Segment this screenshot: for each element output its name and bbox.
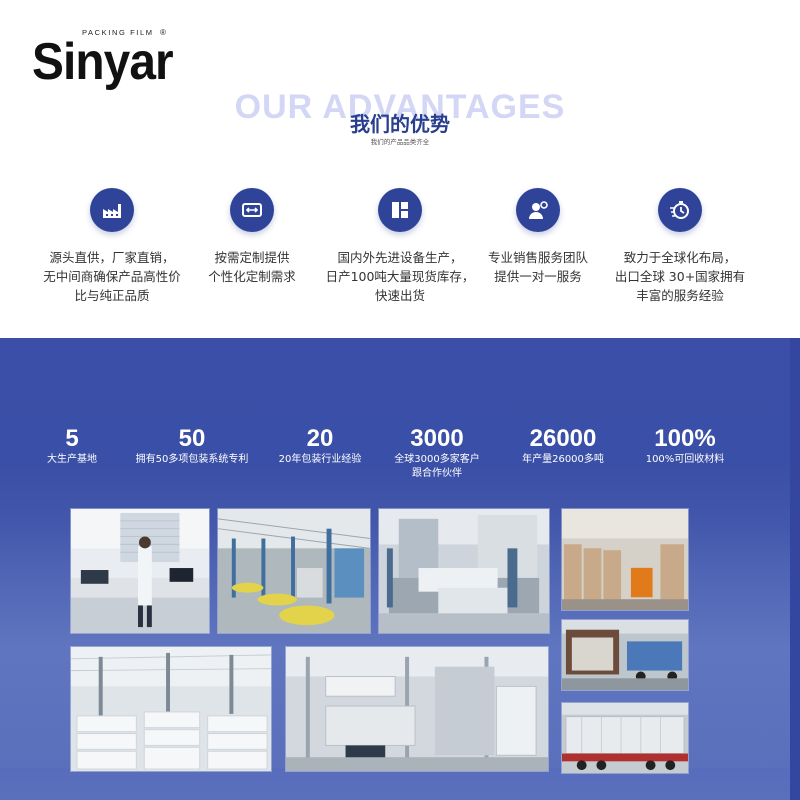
photo-forklift-loading [561,619,689,691]
advantages-title-en: OUR ADVANTAGES [234,88,566,126]
photo-laboratory [70,508,210,634]
stat-production-bases: 5 大生产基地 [47,425,97,466]
feature-source-direct: 源头直供，厂家直销，无中间商确保产品高性价比与纯正品质 [32,188,192,305]
photo-paper-roll-storage [561,508,689,611]
stat-patents: 50 拥有50多项包装系统专利 [135,425,249,466]
advantages-title-cn: 我们的优势 [350,112,450,136]
photo-film-rolls-warehouse [70,646,272,772]
brand-logo[interactable]: PACKING FILM ® Sinyar [32,28,174,100]
factory-icon [90,188,134,232]
stat-experience: 20 20年包装行业经验 [278,425,362,466]
stats-band: 5 大生产基地 50 拥有50多项包装系统专利 20 20年包装行业经验 300… [0,338,800,800]
photo-extrusion-line [285,646,549,772]
feature-equipment: 国内外先进设备生产，日产100吨大量现货库存，快速出货 [320,188,480,305]
photo-wrapping-machines [217,508,371,634]
equipment-icon [378,188,422,232]
service-team-icon [516,188,560,232]
photo-film-production-line [378,508,550,634]
feature-global: 致力于全球化布局，出口全球 30+国家拥有丰富的服务经验 [600,188,760,305]
photo-truck-loading [561,702,689,774]
logo-subtitle: PACKING FILM [82,28,154,37]
logo-wordmark: Sinyar [32,33,174,91]
custom-settings-icon [230,188,274,232]
stat-recyclable: 100% 100%可回收材料 [645,425,725,466]
feature-service-team: 专业销售服务团队提供一对一服务 [458,188,618,286]
registered-mark: ® [160,28,166,37]
stat-customers: 3000 全球3000多家客户 跟合作伙伴 [394,425,480,480]
stat-annual-output: 26000 年产量26000多吨 [522,425,604,466]
feature-customization: 按需定制提供个性化定制需求 [172,188,332,286]
global-speed-icon [658,188,702,232]
advantages-subtitle: 我们的产品品类齐全 [370,139,430,146]
